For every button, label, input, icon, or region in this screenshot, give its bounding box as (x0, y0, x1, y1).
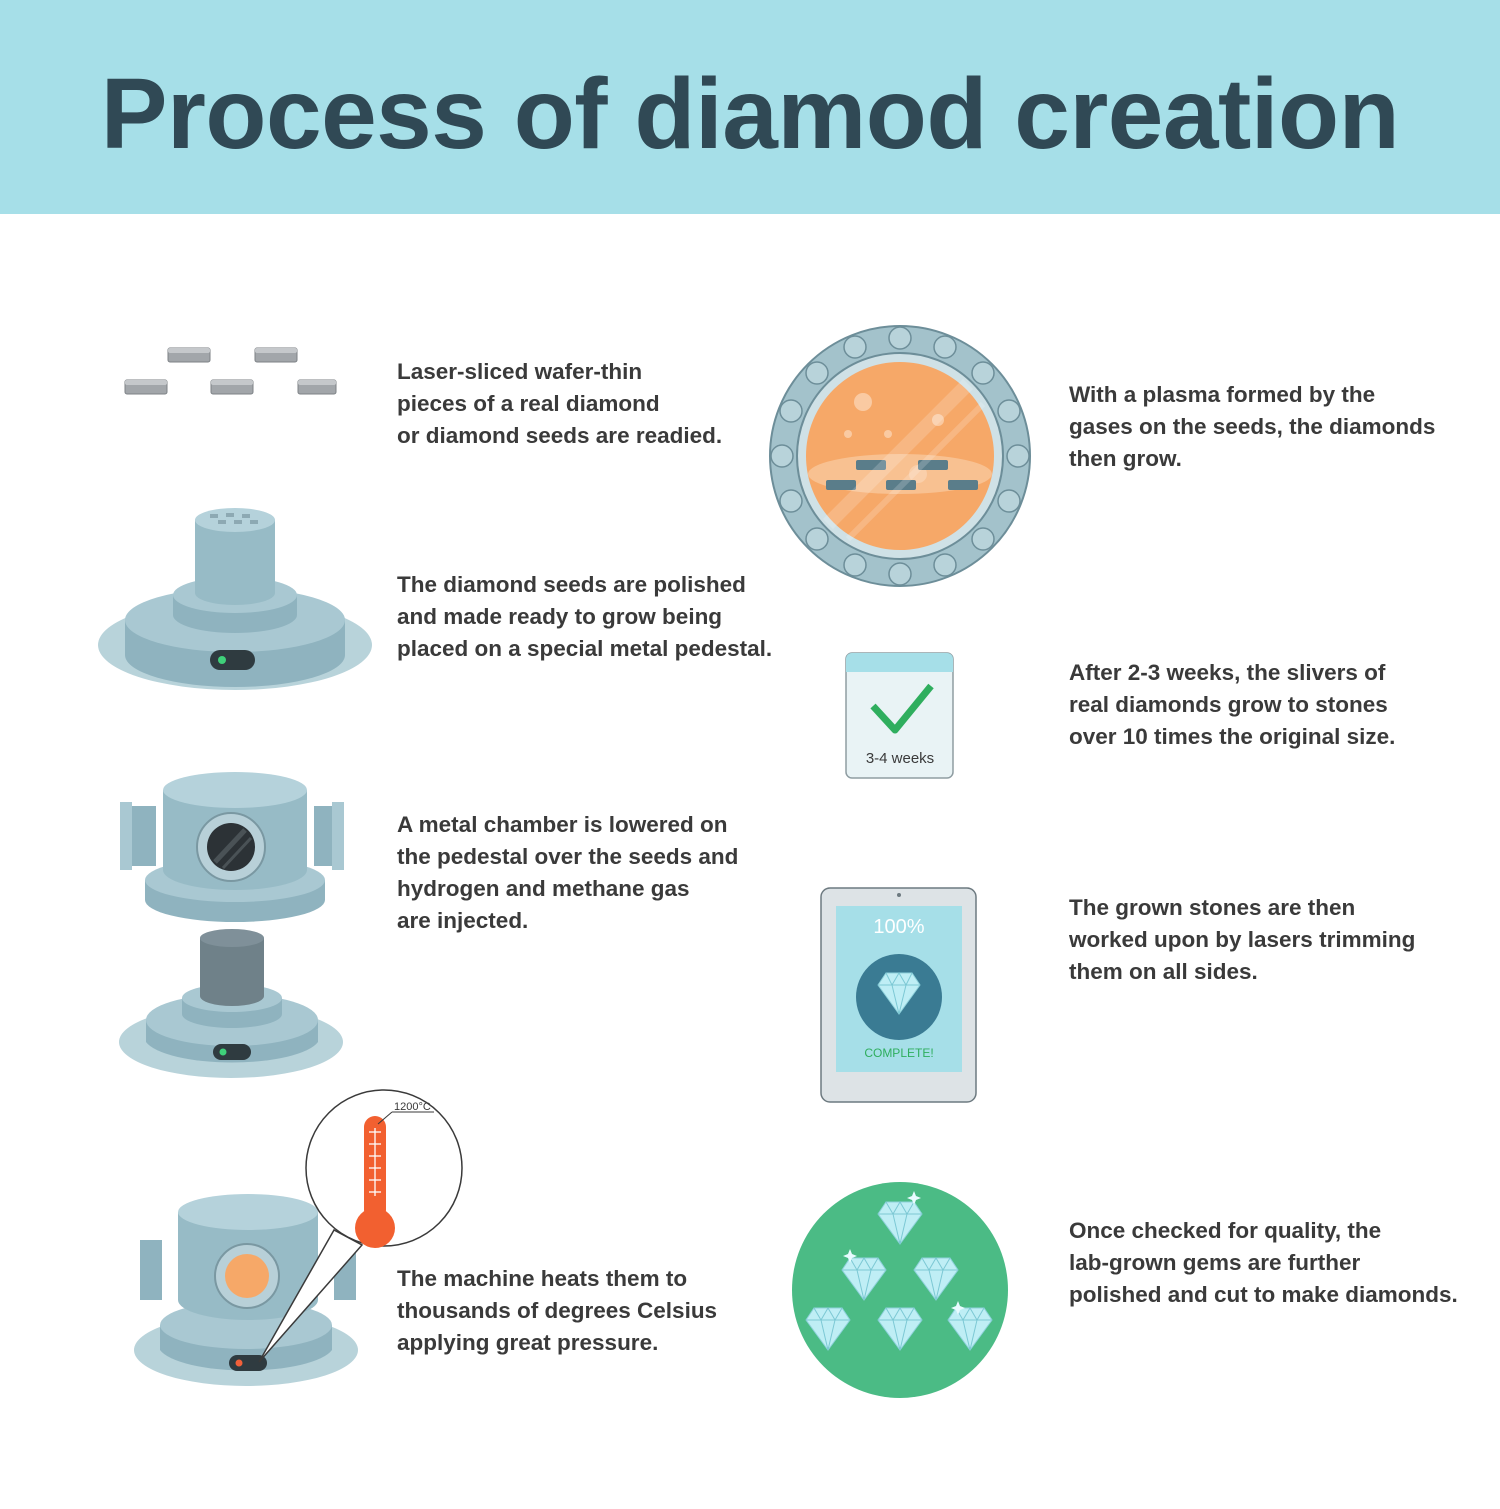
step-4-text: The machine heats them to thousands of d… (397, 1266, 718, 1355)
plasma-porthole-illustration (768, 324, 1032, 588)
step-7-text: The grown stones are then worked upon by… (1069, 895, 1416, 984)
step-1-text: Laser-sliced wafer-thin pieces of a real… (397, 359, 723, 448)
heating-machine-illustration: 1200°C (134, 1089, 474, 1400)
calendar-label: 3-4 weeks (866, 750, 934, 767)
chamber-lowering-illustration (118, 770, 358, 1080)
thermometer-label: 1200°C (394, 1101, 431, 1113)
header-banner: Process of diamod creation (0, 0, 1500, 214)
step-8-text: Once checked for quality, the lab-grown … (1069, 1218, 1458, 1307)
tablet-status: COMPLETE! (864, 1046, 933, 1060)
diamond-slices-illustration (120, 340, 350, 410)
step-3-text: A metal chamber is lowered on the pedest… (397, 812, 739, 933)
page-title: Process of diamod creation (100, 58, 1400, 170)
step-6-text: After 2-3 weeks, the slivers of real dia… (1069, 660, 1396, 749)
tablet-percent: 100% (873, 916, 924, 938)
diamond-icon (877, 972, 921, 1015)
pedestal-illustration (98, 505, 398, 695)
step-2-text: The diamond seeds are polished and made … (397, 572, 773, 661)
tablet-illustration: 100% COMPLETE! (820, 887, 978, 1105)
step-5-text: With a plasma formed by the gases on the… (1069, 382, 1436, 471)
gems-illustration (792, 1182, 1008, 1398)
calendar-illustration: 3-4 weeks (845, 652, 955, 782)
